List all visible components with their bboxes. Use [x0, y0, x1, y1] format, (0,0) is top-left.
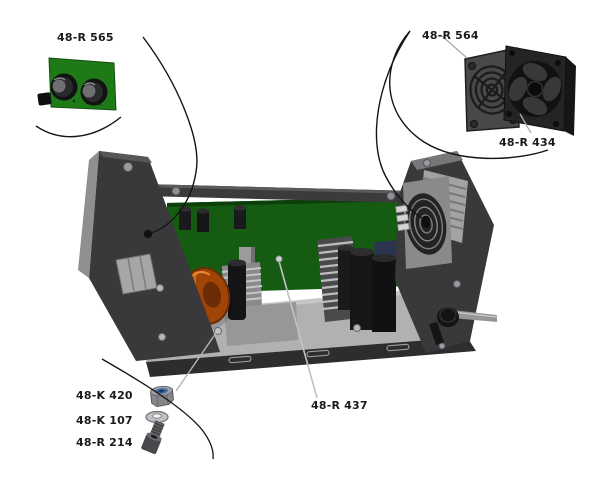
leader-line-fan-label	[519, 113, 532, 134]
leader-lines	[35, 30, 549, 460]
callout-label-washer: 48-K 107	[76, 414, 133, 427]
leader-line-fasteners	[175, 332, 217, 392]
leader-dot-main-pcb	[275, 255, 283, 263]
fastener-set-illustration	[141, 385, 174, 455]
callout-label-fan-guard: 48-R 564	[422, 29, 479, 42]
top-rail	[143, 184, 416, 203]
callout-label-main-pcb: 48-R 437	[311, 399, 368, 412]
fan-blades	[508, 62, 562, 116]
capacitor-bank	[338, 240, 399, 332]
lock-nut-illustration	[150, 385, 174, 408]
leader-line-fan-guard	[441, 35, 468, 59]
output-cable	[429, 307, 498, 345]
callout-label-screw: 48-R 214	[76, 436, 133, 449]
left-end-panel	[78, 151, 220, 361]
leader-arc-fasteners	[101, 358, 214, 460]
front-rim	[146, 337, 476, 377]
chassis-assembly	[78, 151, 498, 377]
leader-dot-knob-board	[143, 229, 153, 239]
leader-arc-knob-board	[142, 36, 198, 234]
leader-line-main-pcb	[278, 260, 318, 399]
knob-right	[80, 78, 108, 106]
leader-arc-knob-board-bottom	[35, 116, 122, 138]
callout-label-knob-board: 48-R 565	[57, 31, 114, 44]
base-screws	[156, 284, 361, 341]
fan-illustration	[503, 45, 576, 136]
washer-illustration	[145, 410, 169, 424]
callout-label-lock-nut: 48-K 420	[76, 389, 133, 402]
knob-board-illustration	[37, 57, 117, 111]
knob-left	[50, 73, 78, 101]
callout-label-fan: 48-R 434	[499, 136, 556, 149]
leader-dot-fan	[421, 215, 431, 225]
screw-illustration	[141, 420, 165, 455]
pcb-capacitors	[179, 205, 246, 232]
right-end-panel	[395, 151, 494, 353]
leader-arc-fan	[375, 30, 423, 219]
